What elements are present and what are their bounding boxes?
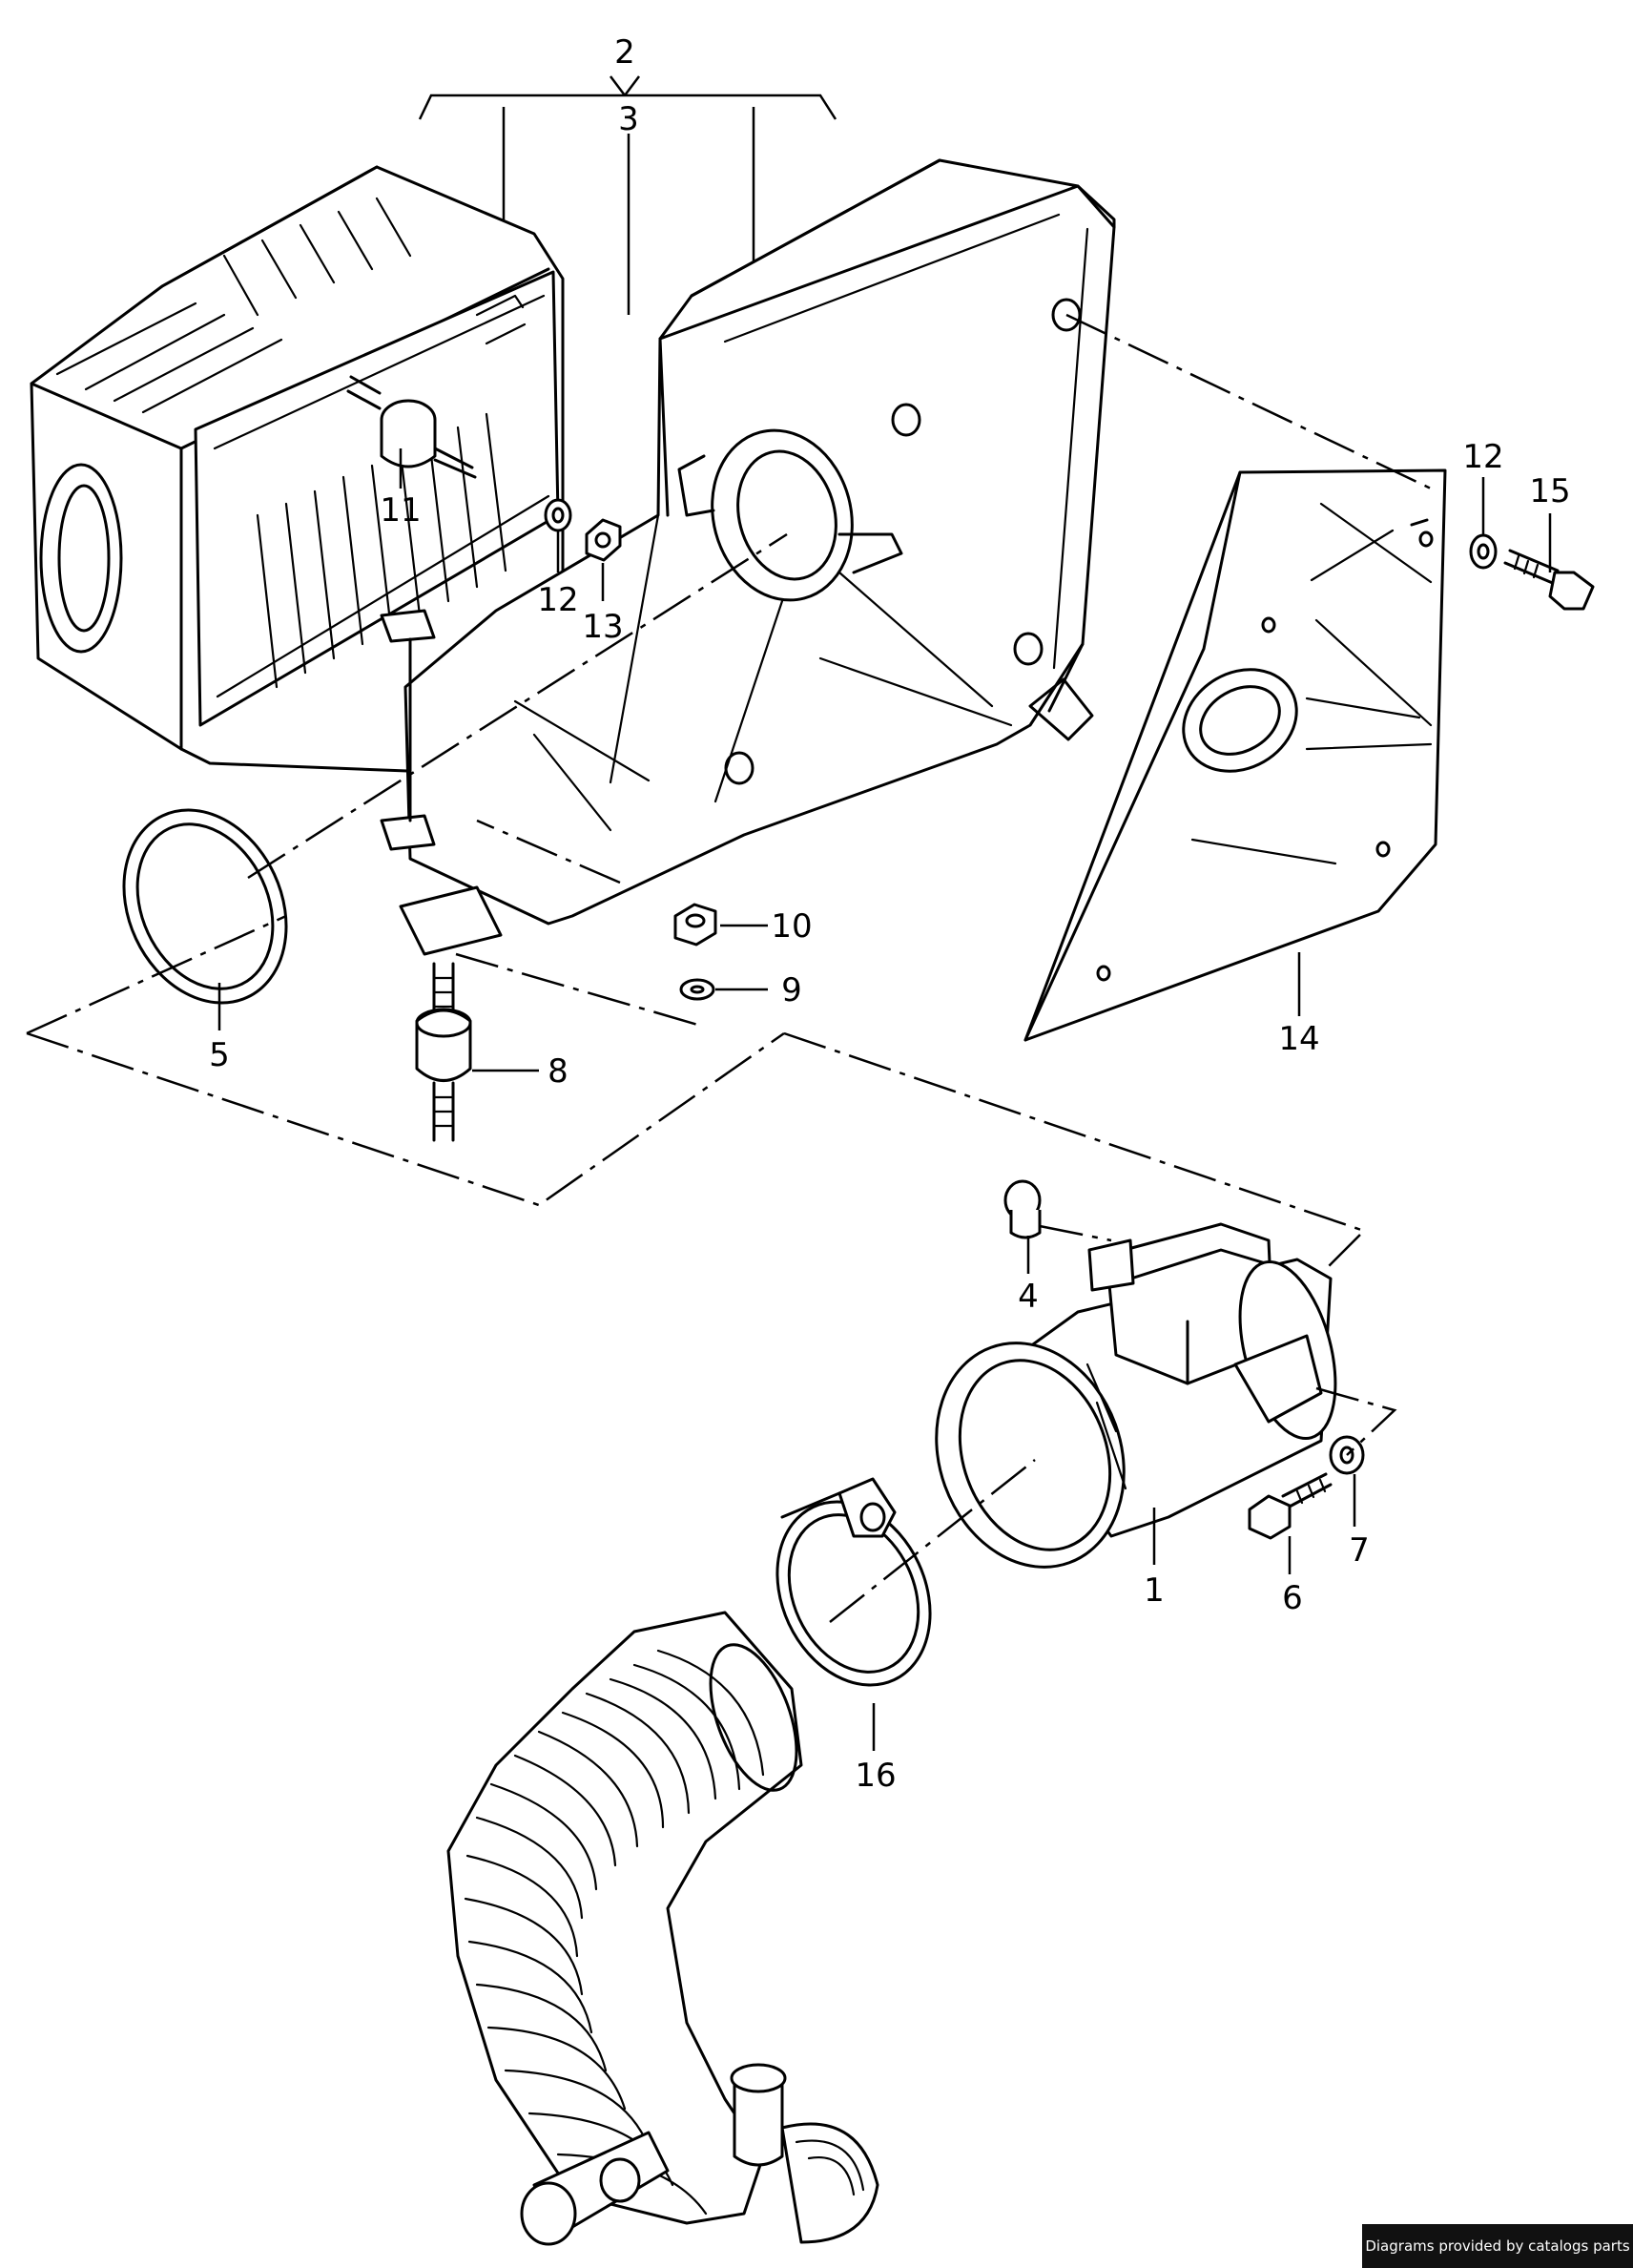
callout-3: 3 [618,100,639,138]
callout-9: 9 [781,971,802,1009]
assembly-lines [26,313,1432,1623]
part-15-bolt [1503,549,1595,611]
callout-10: 10 [771,907,812,946]
callout-5: 5 [209,1036,230,1074]
part-1-air-mass-meter [935,1222,1337,1569]
callout-15: 15 [1529,472,1570,510]
callout-4: 4 [1018,1278,1039,1316]
air-filter-upper-housing [380,158,1116,956]
leader-lines [217,448,1552,1751]
intake-hose [446,1611,879,2246]
callout-7: 7 [1349,1531,1370,1570]
part-9-washer [679,978,715,1001]
part-14-mounting-plate [1023,468,1447,1042]
callout-16: 16 [855,1757,896,1795]
callout-12-left: 12 [537,581,578,619]
callout-11: 11 [380,491,421,530]
callout-8: 8 [548,1052,568,1091]
part-5-seal-ring [122,808,288,1005]
part-6-screw [1248,1472,1333,1540]
callout-14: 14 [1278,1020,1319,1058]
part-4-grommet [1003,1179,1042,1239]
callout-12-right: 12 [1462,438,1503,476]
credit-badge: Diagrams provided by catalogs parts [1362,2224,1633,2268]
part-13-nut [585,518,622,562]
callouts: 2 3 11 12 13 12 15 10 9 5 8 14 4 1 6 7 1… [209,33,1570,1795]
part-12-washer-right [1469,533,1498,570]
callout-1: 1 [1144,1571,1165,1610]
callout-2: 2 [614,33,635,72]
part-8-rubber-mount [415,962,472,1142]
air-filter-lower-housing [30,165,565,775]
callout-6: 6 [1282,1579,1303,1617]
callout-13: 13 [582,608,623,646]
part-12-washer-left [544,498,572,532]
part-11-rubber-mount [346,375,477,479]
assembly-bracket [418,75,837,315]
part-10-nut [673,903,717,947]
part-16-hose-clamp [775,1477,932,1687]
